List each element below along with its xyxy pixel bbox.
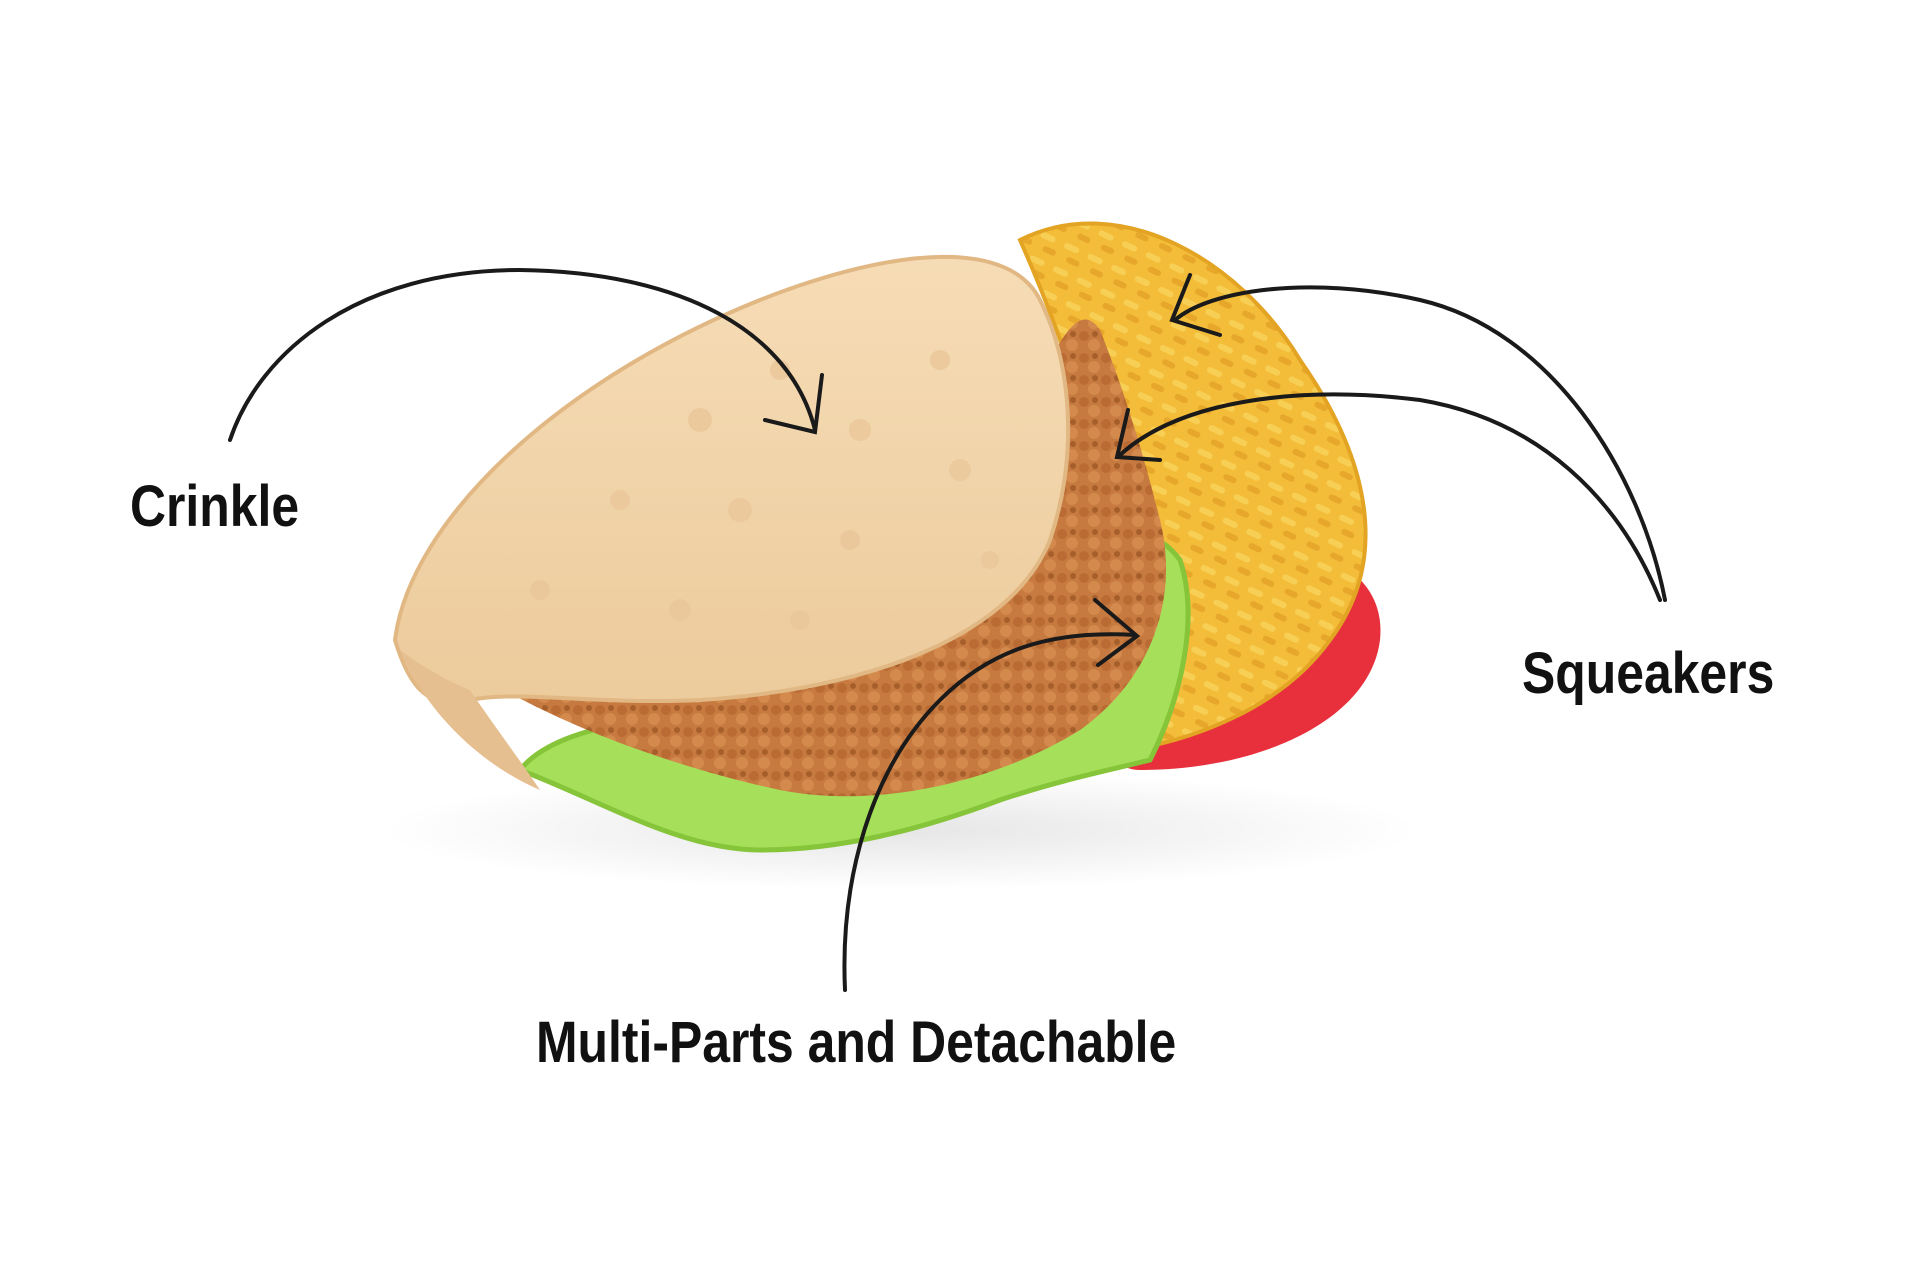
multi-parts-arrowhead <box>1093 598 1141 667</box>
callout-arrows <box>228 267 1667 992</box>
multi-parts-arrow <box>842 632 1137 992</box>
squeakers-arrow-top <box>1173 285 1667 602</box>
callout-crinkle-label: Crinkle <box>130 474 300 539</box>
tortilla-shell <box>392 254 1071 705</box>
squeakers-arrow-bottom <box>1118 392 1662 602</box>
callout-multi-parts-label: Multi-Parts and Detachable <box>536 1010 1177 1075</box>
crinkle-arrowhead <box>763 373 824 435</box>
squeakers-arrowhead-bottom <box>1114 408 1162 462</box>
callout-squeakers-label: Squeakers <box>1522 641 1775 706</box>
tortilla-inner-fold <box>400 650 540 790</box>
squeakers-arrowhead-top <box>1169 273 1222 337</box>
tortilla-texture <box>530 350 999 630</box>
crinkle-arrow <box>228 267 817 442</box>
